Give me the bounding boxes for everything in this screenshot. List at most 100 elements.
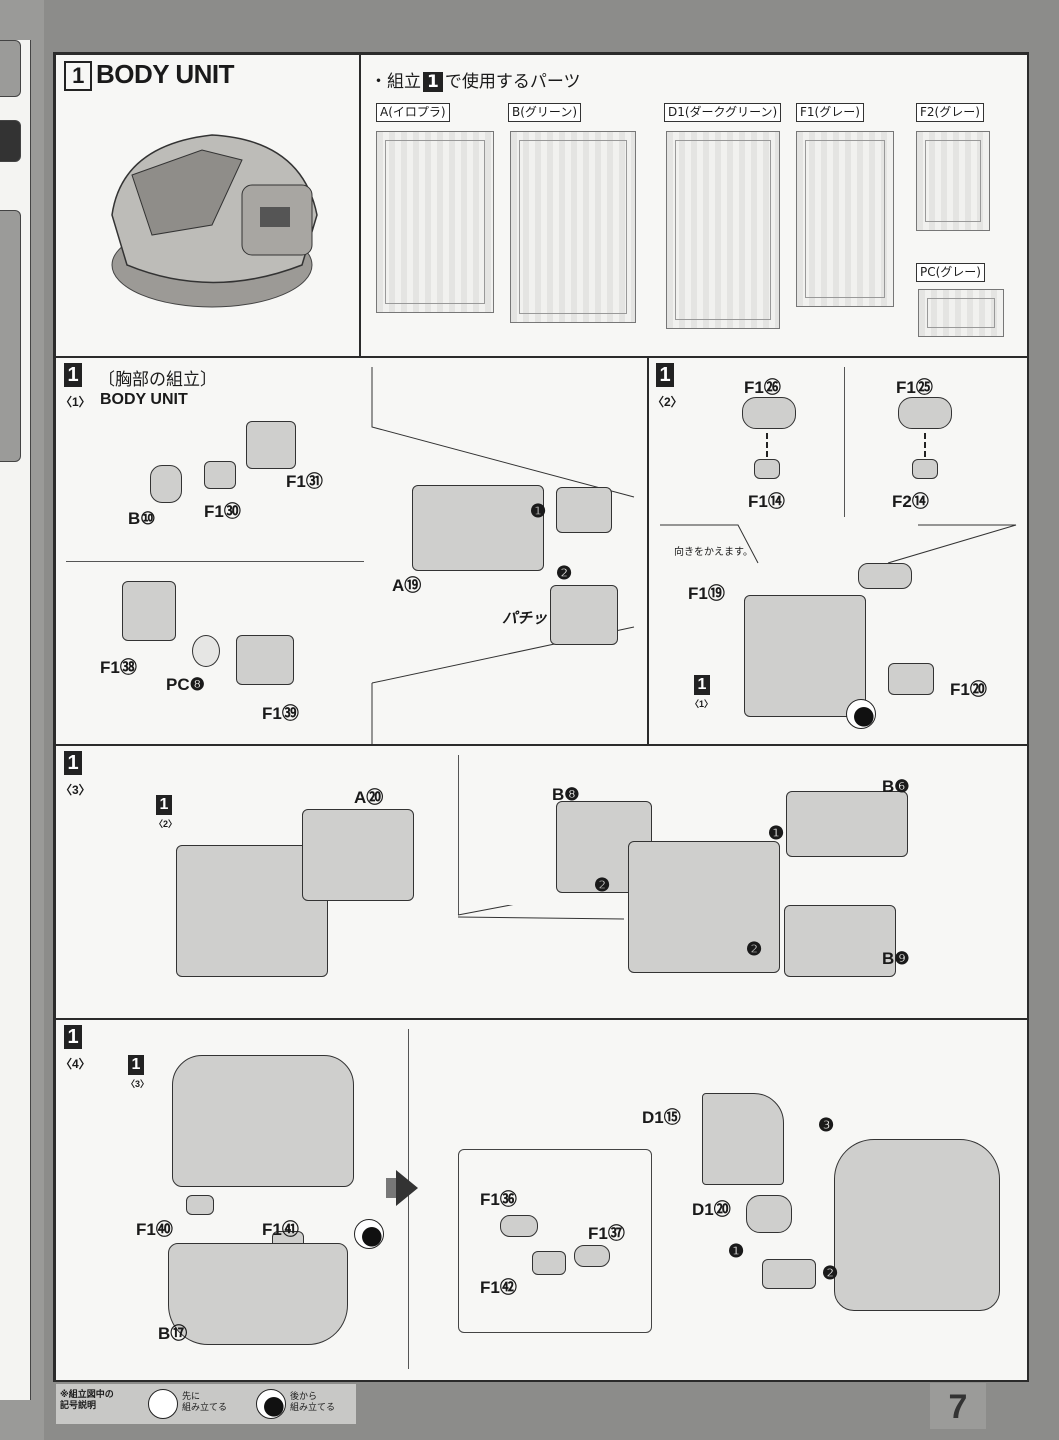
order-1: ❶ <box>530 501 547 521</box>
flow-arrow-icon <box>396 1170 418 1206</box>
runner-f1-label: F1(グレー) <box>796 103 864 122</box>
part-body-assembly <box>172 1055 354 1187</box>
label-b-6: B❻ <box>882 777 910 796</box>
runner-a-label: A(イロプラ) <box>376 103 450 122</box>
order-1: ❶ <box>728 1241 745 1261</box>
label-b-10: B⑩ <box>128 509 156 528</box>
ref-substep: 〈3〉 <box>126 1079 150 1089</box>
divider <box>844 367 845 517</box>
legend-title: ※組立図中の 記号説明 <box>60 1390 114 1411</box>
step-en-title: BODY UNIT <box>100 391 188 408</box>
parts-heading-num: 1 <box>423 72 443 92</box>
part-f2-14 <box>912 459 938 479</box>
arrow <box>766 433 768 457</box>
ref-step-number: 1 <box>694 675 710 695</box>
label-d1-15: D1⑮ <box>642 1108 681 1127</box>
label-f1-31: F1㉛ <box>286 472 323 491</box>
part-f1-38 <box>122 581 176 641</box>
body-unit-preview-image <box>111 134 318 308</box>
label-b-17: B⑰ <box>158 1324 188 1343</box>
part-f1-26 <box>742 397 796 429</box>
label-f1-39: F1㊴ <box>262 704 299 723</box>
ref-substep: 〈2〉 <box>154 819 178 829</box>
runner-f2-label: F2(グレー) <box>916 103 984 122</box>
runner-pc-label: PC(グレー) <box>916 263 985 282</box>
order-3: ❸ <box>818 1115 835 1135</box>
substep-label: 〈2〉 <box>652 395 683 409</box>
substep-label: 〈1〉 <box>60 395 91 409</box>
part-d1-15 <box>702 1093 784 1185</box>
callout-line <box>457 905 625 920</box>
step-number: 1 <box>656 363 674 387</box>
ref-step-number: 1 <box>156 795 172 815</box>
previous-page-margin <box>0 40 31 1400</box>
part-d1-20 <box>746 1195 792 1233</box>
ref-substep: 〈1〉 <box>690 699 714 709</box>
label-f1-25: F1㉕ <box>896 378 933 397</box>
snap-text: パチッ <box>502 610 548 627</box>
part-f1-39 <box>236 635 294 685</box>
legend-first: 先に 組み立てる <box>182 1392 228 1413</box>
runner-d1-image <box>666 131 780 329</box>
label-f1-42: F1㊷ <box>480 1278 517 1297</box>
label-f1-20: F1⑳ <box>950 680 987 699</box>
page-number: 7 <box>930 1383 986 1429</box>
runner-d1-label: D1(ダークグリーン) <box>664 103 782 122</box>
step-number: 1 <box>64 1025 82 1049</box>
label-pc-8: PC❽ <box>166 675 205 694</box>
arrow <box>924 433 926 457</box>
order-2-b: ❷ <box>746 939 763 959</box>
part-a-20 <box>302 809 414 901</box>
substep-label: 〈3〉 <box>60 783 91 797</box>
substep-label: 〈4〉 <box>60 1057 91 1071</box>
label-a-20: A⑳ <box>354 788 384 807</box>
step-1-2-bubble <box>660 524 1017 564</box>
part-body-assembly-2 <box>628 841 780 973</box>
order-2: ❷ <box>822 1263 839 1283</box>
part-body-completed <box>834 1139 1000 1311</box>
label-a-19: A⑲ <box>392 576 422 595</box>
label-b-9: B❾ <box>882 949 910 968</box>
part-f1-42 <box>532 1251 566 1275</box>
parts-heading-suffix: で使用するパーツ <box>444 72 581 92</box>
assemble-later-icon <box>256 1389 286 1419</box>
step-jp-title: 〔胸部の組立〕 <box>98 370 217 389</box>
part-f1-20 <box>888 663 934 695</box>
runner-pc-image <box>918 289 1004 337</box>
detail-callout-box <box>458 1149 652 1333</box>
divider <box>66 561 364 562</box>
part-pc-8 <box>192 635 220 667</box>
label-f1-30: F1㉚ <box>204 502 241 521</box>
step-number: 1 <box>64 363 82 387</box>
part-chest-bottom <box>550 585 618 645</box>
runner-f2-image <box>916 131 990 231</box>
part-cockpit-assembly <box>762 1259 816 1289</box>
label-f1-36: F1㊱ <box>480 1190 517 1209</box>
part-f1-37 <box>574 1245 610 1267</box>
label-f1-41: F1㊶ <box>262 1220 299 1239</box>
part-b-10 <box>150 465 182 503</box>
part-f1-31 <box>246 421 296 469</box>
assemble-first-icon <box>148 1389 178 1419</box>
legend-later: 後から 組み立てる <box>290 1392 336 1413</box>
part-b-9 <box>784 905 896 977</box>
label-f1-19: F1⑲ <box>688 584 725 603</box>
symbol-legend: ※組立図中の 記号説明 先に 組み立てる 後から 組み立てる <box>56 1384 356 1424</box>
label-f1-14: F1⑭ <box>748 492 785 511</box>
part-chest-top <box>556 487 612 533</box>
parts-heading-prefix: ・組立 <box>370 72 421 92</box>
runner-f1-image <box>796 131 894 307</box>
flow-arrow-tail <box>386 1178 398 1198</box>
assemble-later-icon <box>846 699 876 729</box>
part-f1-40 <box>186 1195 214 1215</box>
section-title-text: BODY UNIT <box>96 59 235 89</box>
part-f1-36 <box>500 1215 538 1237</box>
step-1-1-box: 1 〈1〉 〔胸部の組立〕 BODY UNIT F1㉛ B⑩ F1㉚ F1㊳ P… <box>55 356 649 746</box>
part-b-6 <box>786 791 908 857</box>
label-f1-26: F1㉖ <box>744 378 781 397</box>
